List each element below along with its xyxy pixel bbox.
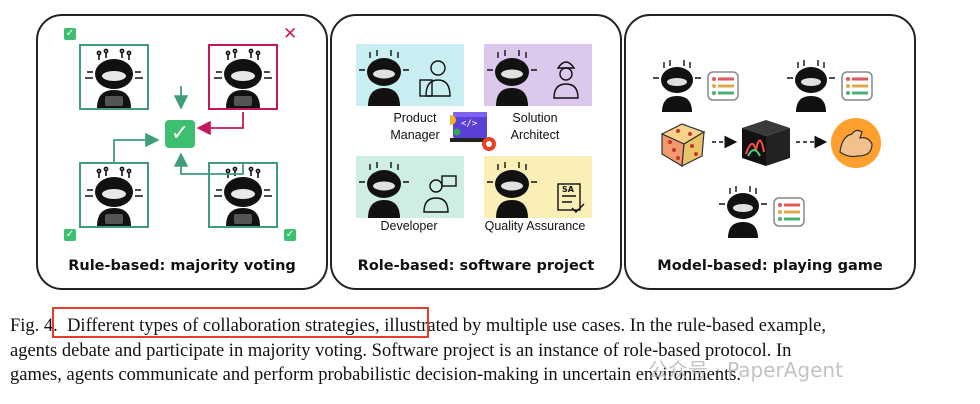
robot-agent-with-menu-icon [719,186,805,238]
vote-arrows [113,86,244,175]
label-line: Architect [510,128,560,142]
approve-check-icon: ✓ [64,229,76,241]
figure-label: Fig. 4. [10,316,58,336]
model-based-panel: Model-based: playing game [624,14,916,290]
agent-frame-approve [79,44,149,110]
robot-agent-icon [359,162,457,218]
code-gear-icon [446,112,496,151]
software-dev-icon: </> [445,106,501,154]
agent-frame-reject [208,44,278,110]
caption-line-3: games, agents communicate and perform pr… [10,365,742,386]
caption-line-1: Fig. 4. Different types of collaboration… [10,314,970,339]
panel-title: Role-based: software project [357,258,595,274]
caption-highlight-text: Different types of collaboration strateg… [67,316,375,336]
product-manager-label: Product Manager [380,110,450,144]
quality-assurance-card: SA [484,156,592,218]
developer-label: Developer [366,218,452,235]
robot-agent-icon [359,50,451,106]
watermark: 公众号 · PaperAgent [648,358,843,382]
black-box-model-icon [742,120,790,166]
dice-icon [660,123,706,168]
qa-badge-text: SA [562,185,574,194]
strength-muscle-icon [831,118,881,168]
role-based-panel: SA </> Product Manager Solution Architec… [330,14,622,290]
label-line: Manager [390,128,440,142]
caption-line-2: agents debate and participate in majorit… [10,340,792,361]
highlight-box [52,307,429,338]
developer-card [356,156,464,218]
code-tag-text: </> [461,119,478,129]
approve-check-icon: ✓ [64,28,76,40]
robot-agent-icon [214,166,272,226]
flow-arrows [712,135,828,149]
rule-based-panel: ✓ ✕ [36,14,328,290]
robot-agent-icon [85,48,143,108]
label-line: Product [393,111,437,125]
figure-caption: Fig. 4. Different types of collaboration… [10,314,970,388]
panel-title: Rule-based: majority voting [68,258,296,274]
caption-text: , illustrated by multiple use cases. In … [374,316,827,336]
solution-architect-label: Solution Architect [500,110,570,144]
reject-x-icon: ✕ [283,24,298,44]
majority-vote-check-icon: ✓ [165,120,195,148]
robot-agent-with-menu-icon [787,60,873,112]
robot-agent-icon [487,50,579,106]
robot-agent-icon [487,162,585,218]
approve-check-icon: ✓ [284,229,296,241]
panel-title: Model-based: playing game [657,258,883,274]
robot-agent-icon [85,166,143,226]
solution-architect-card [484,44,592,106]
agent-frame-approve [79,162,149,228]
label-line: Solution [512,111,558,125]
quality-assurance-label: Quality Assurance [474,218,596,235]
robot-agent-icon [214,48,272,108]
robot-agent-with-menu-icon [653,60,739,112]
product-manager-card [356,44,464,106]
